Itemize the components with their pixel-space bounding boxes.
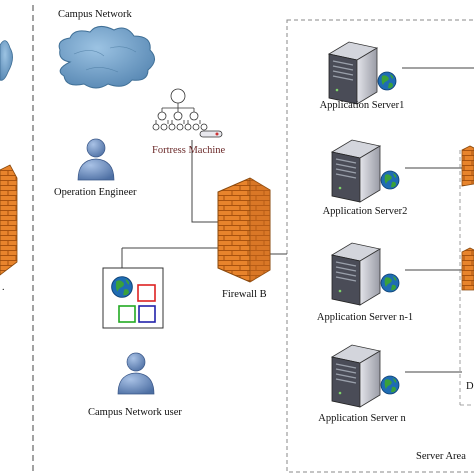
globe-icon-server-n [380,375,400,395]
campus-network-label: Campus Network [58,9,132,20]
person-icon-engineer [77,138,115,181]
server-label-n1: Application Server n-1 [316,312,414,323]
fortress-machine-label: Fortress Machine [152,145,226,156]
link-fortress-to-firewall [191,140,218,223]
server-tower-icon-n [331,344,400,408]
globe-icon-server-2 [380,170,400,190]
operation-engineer-label: Operation Engineer [54,187,137,198]
person-icon-user [117,352,155,395]
globe-icon-workstation [111,276,133,298]
cloud-icon [58,26,155,89]
server-label-2: Application Server2 [322,206,408,217]
globe-icon-server-n1 [380,273,400,293]
brick-firewall-icon-partial-right [461,145,474,291]
server-tower-icon-n1 [331,242,400,306]
left-fragment-dot: . [2,282,5,293]
hierarchy-tree-icon [152,88,208,131]
server-label-1: Application Server1 [319,100,405,111]
firewall-b-label: Firewall B [222,289,267,300]
fortress-device-bar [199,130,223,138]
globe-icon-server-1 [377,71,397,91]
cloud-icon-partial [0,40,13,81]
brick-firewall-icon-partial [0,164,18,276]
campus-network-user-label: Campus Network user [88,407,182,418]
brick-firewall-icon [217,177,271,283]
server-area-boundary [286,19,474,473]
server-tower-icon-2 [331,139,400,203]
server-area-label: Server Area [416,451,466,462]
server-tower-icon-1 [328,41,397,105]
monitor-windows-icon [102,267,164,329]
right-edge-fragment: D [466,381,474,392]
server-label-n: Application Server n [318,413,406,424]
